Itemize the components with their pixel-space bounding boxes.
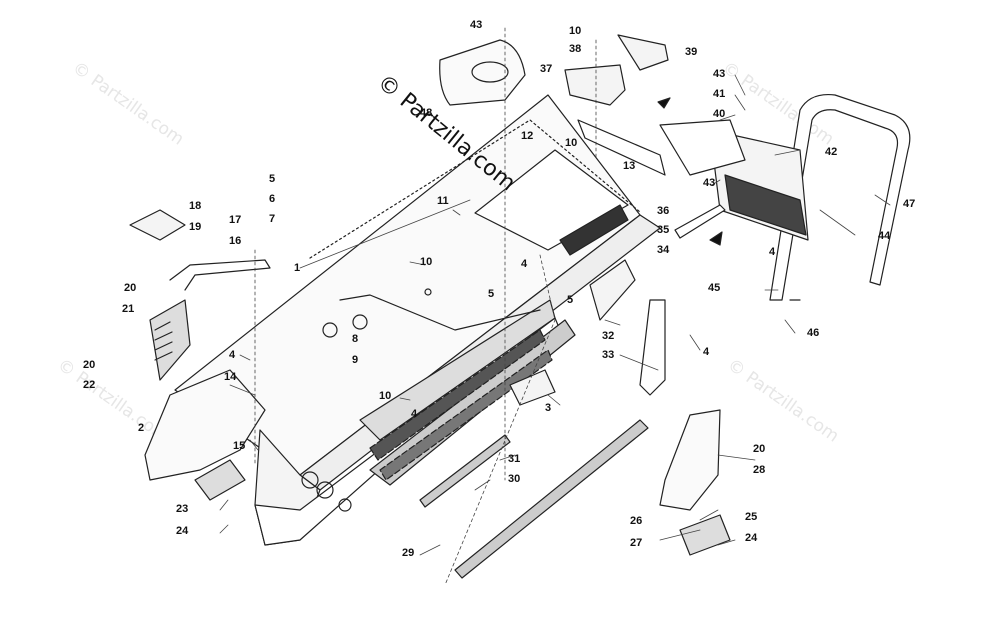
- callout-5: 5: [567, 294, 574, 306]
- callout-20: 20: [753, 443, 766, 455]
- callout-36: 36: [657, 205, 670, 217]
- callout-10: 10: [565, 137, 578, 149]
- callout-13: 13: [623, 160, 636, 172]
- callout-4: 4: [703, 346, 710, 358]
- leader-lines: [254, 27, 597, 586]
- callout-6: 6: [269, 193, 276, 205]
- seat-base-part: [439, 39, 526, 106]
- callout-10: 10: [379, 390, 392, 402]
- snow-flap-part: [659, 119, 809, 241]
- callout-35: 35: [657, 224, 670, 236]
- callout-37: 37: [540, 63, 553, 75]
- callout-7: 7: [269, 213, 276, 225]
- callout-5: 5: [488, 288, 495, 300]
- callout-24: 24: [176, 525, 189, 537]
- callout-24: 24: [745, 532, 758, 544]
- callout-leaders: [219, 74, 891, 556]
- callout-44: 44: [878, 230, 891, 242]
- callout-43: 43: [703, 177, 716, 189]
- callout-19: 19: [189, 221, 202, 233]
- callout-46: 46: [807, 327, 820, 339]
- callout-32: 32: [602, 330, 615, 342]
- callout-45: 45: [708, 282, 721, 294]
- callout-14: 14: [224, 371, 237, 383]
- left-cover-part: [129, 209, 186, 241]
- callout-12: 12: [521, 130, 534, 142]
- callout-27: 27: [630, 537, 643, 549]
- callout-47: 47: [903, 198, 916, 210]
- callout-17: 17: [229, 214, 242, 226]
- callout-10: 10: [420, 256, 433, 268]
- callout-5: 5: [269, 173, 276, 185]
- callout-25: 25: [745, 511, 758, 523]
- callout-43: 43: [713, 68, 726, 80]
- right-bracket-part: [659, 409, 721, 511]
- callout-43: 43: [470, 19, 483, 31]
- callout-31: 31: [508, 453, 521, 465]
- callout-15: 15: [233, 440, 246, 452]
- rear-bar-part: [419, 434, 511, 508]
- callout-30: 30: [508, 473, 521, 485]
- callout-8: 8: [352, 333, 359, 345]
- callout-48: 48: [420, 107, 433, 119]
- callout-3: 3: [545, 402, 552, 414]
- rear-bumper-part: [769, 93, 911, 301]
- callout-40: 40: [713, 108, 726, 120]
- rail-bracket-part: [577, 119, 666, 176]
- callout-38: 38: [569, 43, 582, 55]
- callout-4: 4: [229, 349, 236, 361]
- callout-28: 28: [753, 464, 766, 476]
- callout-4: 4: [521, 258, 528, 270]
- hitch-bracket-part: [564, 64, 626, 106]
- callout-23: 23: [176, 503, 189, 515]
- callout-9: 9: [352, 354, 359, 366]
- callout-10: 10: [569, 25, 582, 37]
- callout-33: 33: [602, 349, 615, 361]
- rear-axle-tube-part: [674, 204, 726, 239]
- callout-20: 20: [83, 359, 96, 371]
- callout-1: 1: [294, 262, 301, 274]
- callout-20: 20: [124, 282, 137, 294]
- callout-4: 4: [411, 408, 418, 420]
- callout-41: 41: [713, 88, 726, 100]
- callout-34: 34: [657, 244, 670, 256]
- direction-arrow-icon: [657, 97, 671, 109]
- callout-11: 11: [437, 195, 449, 207]
- callout-2: 2: [138, 422, 145, 434]
- running-board-support-part: [639, 299, 666, 396]
- callout-26: 26: [630, 515, 643, 527]
- callout-16: 16: [229, 235, 242, 247]
- callout-39: 39: [685, 46, 698, 58]
- left-side-vent-part: [149, 299, 191, 381]
- callout-21: 21: [122, 303, 135, 315]
- callout-18: 18: [189, 200, 202, 212]
- callout-42: 42: [825, 146, 838, 158]
- front-left-bracket-part: [144, 369, 266, 481]
- direction-arrow-icon: [709, 231, 723, 246]
- callout-29: 29: [402, 547, 415, 559]
- chassis-tunnel-part: [174, 94, 661, 546]
- callout-22: 22: [83, 379, 96, 391]
- callout-4: 4: [769, 246, 776, 258]
